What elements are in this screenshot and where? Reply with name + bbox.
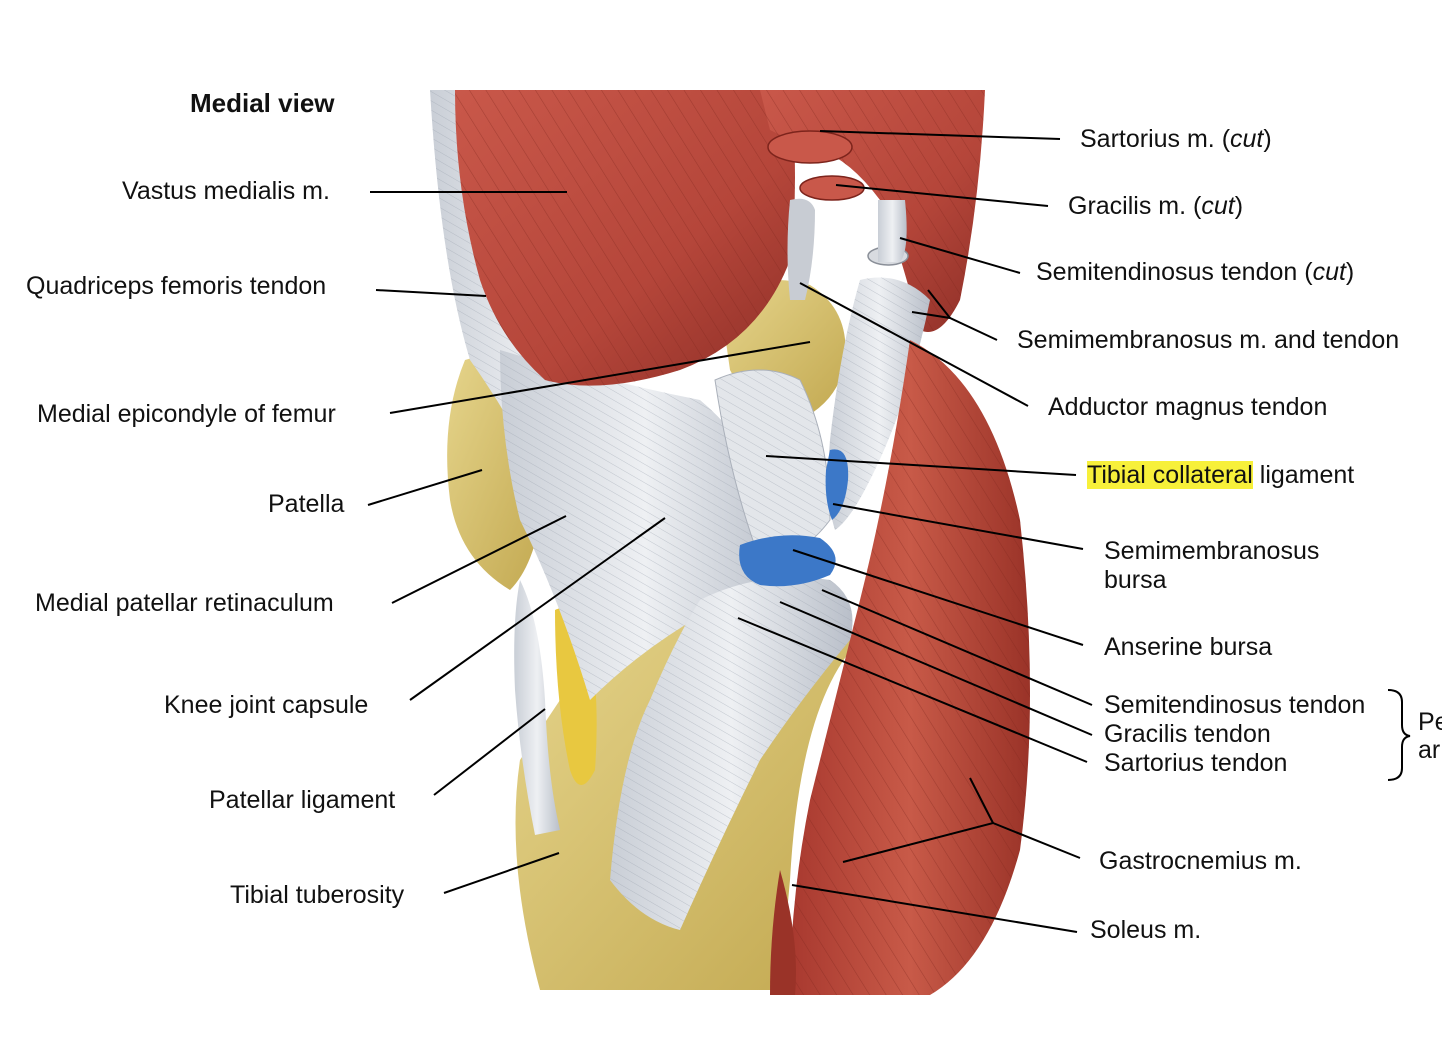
pes-anserinus-brace	[1387, 689, 1411, 781]
label-vastus-medialis: Vastus medialis m.	[122, 177, 330, 205]
label-patella: Patella	[268, 490, 345, 518]
label-adductor-magnus: Adductor magnus tendon	[1048, 393, 1328, 421]
sartorius-cut-end	[767, 130, 853, 164]
soleus-shape	[770, 870, 796, 995]
label-medial-epicondyle: Medial epicondyle of femur	[37, 400, 336, 428]
label-semimembranosus: Semimembranosus m. and tendon	[1017, 326, 1400, 354]
label-tibial-collateral-ligament: Tibial collateral ligament	[1087, 461, 1355, 489]
label-knee-joint-capsule: Knee joint capsule	[164, 691, 369, 719]
label-pes-anserinus-1: Pe	[1418, 708, 1442, 736]
semitendinosus-strand	[878, 200, 907, 262]
label-semimembranosus-bursa-1: Semimembranosus	[1104, 537, 1320, 565]
anserine-bursa	[739, 535, 836, 587]
label-anserine-bursa: Anserine bursa	[1104, 633, 1273, 661]
highlighted-term: Tibial collateral	[1087, 461, 1253, 489]
label-semitendinosus-tendon: Semitendinosus tendon	[1104, 691, 1366, 719]
label-sartorius-cut: Sartorius m. (cut)	[1080, 125, 1272, 153]
label-sartorius-tendon: Sartorius tendon	[1104, 749, 1288, 777]
label-semimembranosus-bursa-2: bursa	[1104, 566, 1167, 594]
label-patellar-ligament: Patellar ligament	[209, 786, 396, 814]
label-gastrocnemius: Gastrocnemius m.	[1099, 847, 1302, 875]
label-soleus: Soleus m.	[1090, 916, 1202, 944]
gracilis-cut-end	[799, 175, 865, 201]
label-semitendinosus-cut: Semitendinosus tendon (cut)	[1036, 258, 1355, 286]
label-tibial-tuberosity: Tibial tuberosity	[230, 881, 405, 909]
label-quadriceps-tendon: Quadriceps femoris tendon	[26, 272, 327, 300]
label-pes-anserinus-2: ar	[1418, 736, 1441, 764]
view-title: Medial view	[190, 88, 335, 118]
label-gracilis-cut: Gracilis m. (cut)	[1068, 192, 1244, 220]
adductor-magnus-tendon-shape	[787, 198, 815, 300]
patellar-ligament-shape	[514, 580, 560, 835]
semimembranosus-bursa	[825, 449, 849, 520]
label-gracilis-tendon: Gracilis tendon	[1104, 720, 1271, 748]
label-medial-patellar-retinaculum: Medial patellar retinaculum	[35, 589, 334, 617]
leader-lines	[367, 130, 1093, 933]
